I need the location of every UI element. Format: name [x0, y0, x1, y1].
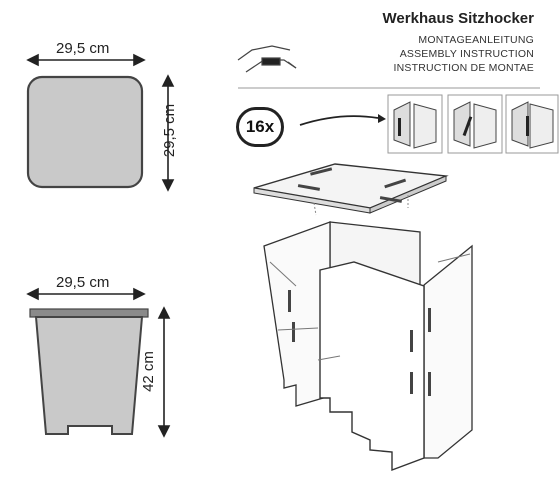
hand-icon — [237, 45, 297, 73]
instruction-en: ASSEMBLY INSTRUCTION — [399, 48, 534, 60]
top-width-label: 29,5 cm — [56, 40, 110, 57]
side-width-label: 29,5 cm — [56, 274, 110, 291]
instruction-de: MONTAGEANLEITUNG — [418, 34, 534, 46]
product-title: Werkhaus Sitzhocker — [382, 10, 534, 27]
top-width-arrow — [26, 53, 146, 67]
top-view-seat — [26, 75, 144, 189]
top-depth-arrow — [161, 74, 175, 192]
step-count-badge: 16x — [236, 107, 284, 147]
side-view-stool — [29, 308, 149, 435]
stool-left-panel — [263, 221, 331, 407]
side-width-arrow — [26, 287, 146, 301]
step-image-2 — [447, 94, 503, 154]
stool-front-panel — [317, 261, 425, 472]
step-image-3 — [505, 94, 559, 154]
side-height-label: 42 cm — [139, 351, 157, 392]
step-arrow — [299, 114, 386, 126]
side-height-arrow — [157, 306, 171, 438]
stool-right-panel — [423, 244, 473, 459]
step-image-1 — [387, 94, 443, 154]
top-depth-label: 29,5 cm — [161, 103, 179, 158]
instruction-fr: INSTRUCTION DE MONTAE — [393, 62, 534, 74]
stool-lid — [253, 163, 449, 216]
